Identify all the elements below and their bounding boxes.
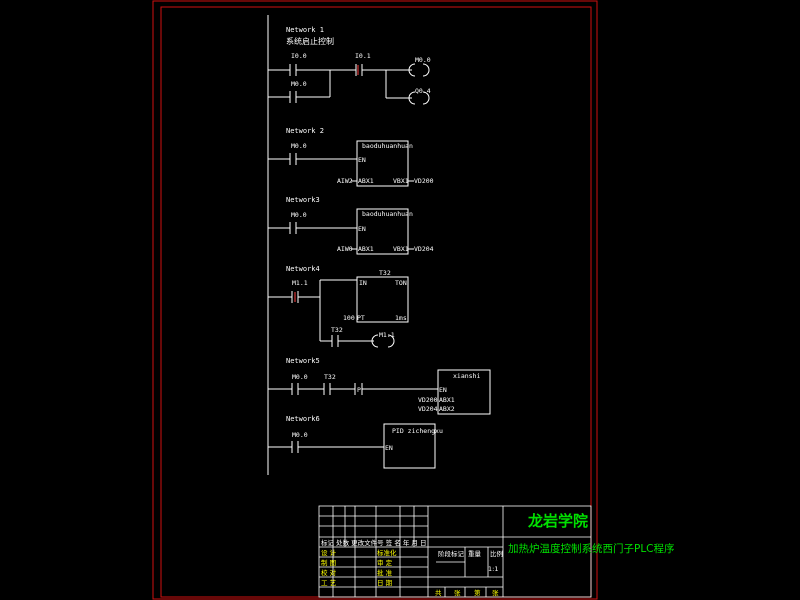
network-3-box-name: baoduhuanhuan bbox=[362, 210, 413, 218]
network-3-en: EN bbox=[358, 225, 366, 233]
network-6-contact-label: M0.0 bbox=[292, 431, 308, 439]
row-label-design: 设 计 bbox=[321, 548, 337, 557]
mid-label-review: 审 定 bbox=[377, 558, 393, 567]
mid-label-approve: 批 准 bbox=[377, 568, 393, 577]
weight-label: 重量 bbox=[468, 550, 482, 558]
network-1-title: Network 1 bbox=[286, 26, 324, 34]
network-3-contact-label: M0.0 bbox=[291, 211, 307, 219]
network-2-box-name: baoduhuanhuan bbox=[362, 142, 413, 150]
network-5-contact-a-label: M0.0 bbox=[292, 373, 308, 381]
sheet-label-number: 第 bbox=[474, 588, 481, 597]
coil-run-label: M0.0 bbox=[415, 56, 431, 64]
network-5-box-name: xianshi bbox=[453, 372, 480, 380]
network-5-in2-addr: VD204 bbox=[418, 405, 438, 413]
timer-resolution: 1ms bbox=[395, 314, 407, 322]
sheet-label-total: 共 bbox=[435, 588, 442, 597]
network-3-title: Network3 bbox=[286, 196, 320, 204]
title-block bbox=[318, 505, 592, 598]
network-4-contact-label: M1.1 bbox=[292, 279, 308, 287]
network-1: Network 1 系统启止控制 I0.0 M0.0 I0.1 M0.0 Q0.… bbox=[268, 26, 431, 105]
network-2-input-pin: ABX1 bbox=[358, 177, 374, 185]
network-5-in1-pin: ABX1 bbox=[439, 396, 455, 404]
network-1-comment: 系统启止控制 bbox=[286, 36, 334, 46]
contact-latch-label: M0.0 bbox=[291, 80, 307, 88]
network-2-output-addr: VD200 bbox=[414, 177, 434, 185]
row-label-process: 工 艺 bbox=[321, 579, 337, 587]
stage-label: 阶段标记 bbox=[438, 549, 465, 558]
coil-output-label: Q0.4 bbox=[415, 87, 431, 95]
revision-header: 标记 处数 更改文件号 签 名 年 月 日 bbox=[321, 538, 426, 547]
timer-type: TON bbox=[395, 279, 407, 287]
contact-stop-label: I0.1 bbox=[355, 52, 371, 60]
timer-preset: 100 bbox=[343, 314, 355, 322]
drawing-title: 加热炉温度控制系统西门子PLC程序 bbox=[508, 542, 675, 555]
network-2: Network 2 M0.0 baoduhuanhuan EN AIW2 ABX… bbox=[268, 127, 434, 187]
network-6-en: EN bbox=[385, 444, 393, 452]
scale-label: 比例 bbox=[490, 549, 503, 558]
network-3-input-addr: AIW0 bbox=[337, 245, 353, 253]
row-label-check: 校 对 bbox=[321, 568, 337, 577]
network-3-input-pin: ABX1 bbox=[358, 245, 374, 253]
network-2-en: EN bbox=[358, 156, 366, 164]
timer-in-pin: IN bbox=[359, 279, 367, 287]
row-label-drawing: 制 图 bbox=[321, 558, 336, 567]
scale-value: 1:1 bbox=[488, 565, 498, 573]
network-2-title: Network 2 bbox=[286, 127, 324, 135]
network-5-en: EN bbox=[439, 386, 447, 394]
network-6: Network6 M0.0 PID zichengxu EN bbox=[268, 415, 443, 469]
sheet-label-sheets-a: 张 bbox=[454, 588, 461, 597]
contact-start-label: I0.0 bbox=[291, 52, 307, 60]
network-3: Network3 M0.0 baoduhuanhuan EN AIW0 ABX1… bbox=[268, 196, 434, 255]
network-2-output-pin: VBX1 bbox=[393, 177, 409, 185]
timer-pt-pin: PT bbox=[357, 314, 365, 322]
network-2-contact-label: M0.0 bbox=[291, 142, 307, 150]
network-4-coil-label: M1.1 bbox=[379, 331, 395, 339]
network-3-output-pin: VBX1 bbox=[393, 245, 409, 253]
network-6-box-name: PID zichengxu bbox=[392, 427, 443, 435]
network-5-in1-addr: VD200 bbox=[418, 396, 438, 404]
network-5-in2-pin: ABX2 bbox=[439, 405, 455, 413]
network-3-output-addr: VD204 bbox=[414, 245, 434, 253]
network-5: Network5 M0.0 T32 P xianshi EN VD200 ABX… bbox=[268, 357, 491, 415]
network-4-title: Network4 bbox=[286, 265, 320, 273]
network-5-contact-b-label: T32 bbox=[324, 373, 336, 381]
institution-name: 龙岩学院 bbox=[527, 512, 588, 530]
network-2-input-addr: AIW2 bbox=[337, 177, 353, 185]
mid-label-standard: 标准化 bbox=[377, 548, 397, 557]
network-5-title: Network5 bbox=[286, 357, 320, 365]
network-4-timer-contact-label: T32 bbox=[331, 326, 343, 334]
network-4: Network4 M1.1 T32 IN TON 100 PT 1ms T32 … bbox=[268, 265, 409, 348]
mid-label-date: 日 期 bbox=[377, 579, 393, 587]
network-5-edge-label: P bbox=[357, 386, 361, 394]
network-6-title: Network6 bbox=[286, 415, 320, 423]
sheet-label-sheets-b: 张 bbox=[492, 588, 499, 597]
timer-name: T32 bbox=[379, 269, 391, 277]
